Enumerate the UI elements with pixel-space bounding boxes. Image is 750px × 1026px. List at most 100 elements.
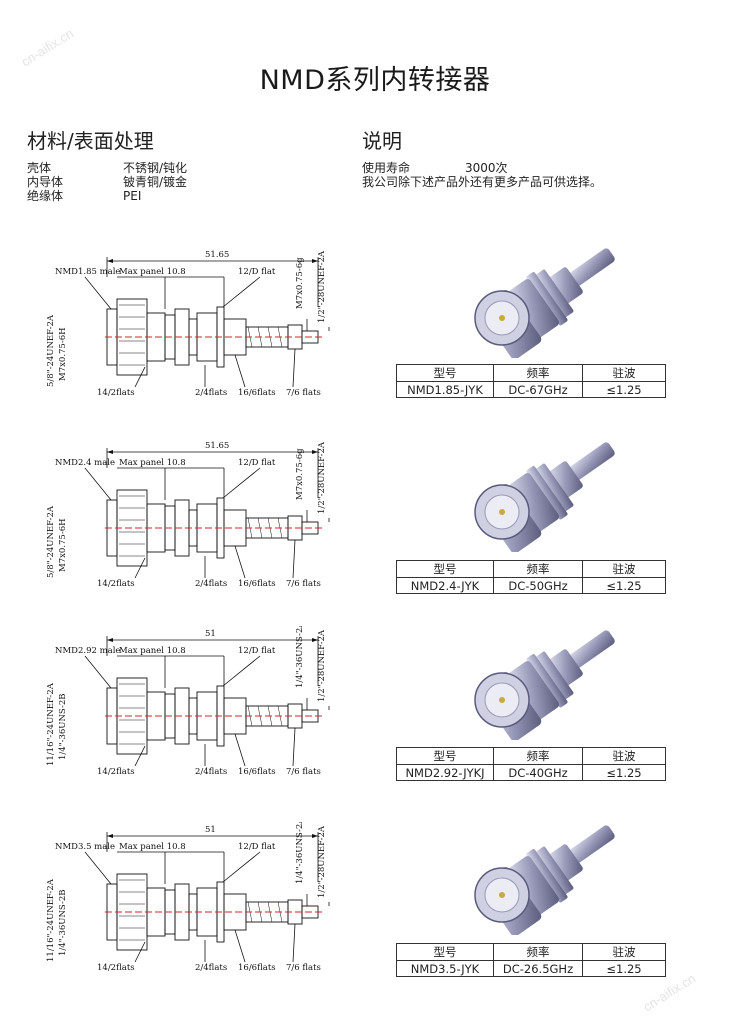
rear-hex: [548, 267, 583, 304]
flat-7-label: 7/6 flats: [286, 579, 321, 589]
cell-vswr: ≤1.25: [582, 577, 666, 594]
center-pin: [499, 697, 505, 703]
header-frequency: 频率: [493, 560, 583, 578]
header-vswr: 驻波: [582, 747, 666, 765]
interface-label: NMD3.5 male: [55, 842, 115, 852]
header-model: 型号: [396, 364, 494, 382]
main-hex: [507, 661, 560, 720]
thread-right-label: 1/4"-36UNS-2A: [295, 626, 305, 688]
notes-heading: 说明: [362, 129, 402, 153]
rear-pin: [566, 248, 615, 289]
thread-left-2-label: M7x0.75-6H: [58, 327, 68, 381]
cell-model: NMD2.92-JYKJ: [396, 764, 494, 781]
thread-left-2-label: 1/4"-36UNS-2B: [58, 693, 68, 760]
spec-header-row: 型号频率驻波: [396, 747, 666, 765]
thread-left-label: 11/16"-24UNEF-2A: [46, 682, 56, 766]
header-frequency: 频率: [493, 747, 583, 765]
flat-7-label: 7/6 flats: [286, 963, 321, 973]
flat-12-label: 12/D flat: [238, 267, 276, 277]
interface-label: NMD2.92 male: [55, 646, 120, 656]
washer: [526, 272, 568, 326]
leader: [134, 557, 146, 579]
thread-right-label: M7x0.75-6g: [295, 448, 305, 500]
flat12-leader: [222, 851, 261, 883]
center-pin: [499, 509, 505, 515]
thread-right-2-label: 1/2"-28UNEF-2A: [317, 441, 327, 514]
interface-label: NMD2.4 male: [55, 458, 115, 468]
center-pin: [499, 315, 505, 321]
flat12-leader: [222, 467, 261, 499]
cell-vswr: ≤1.25: [582, 764, 666, 781]
cell-vswr: ≤1.25: [582, 960, 666, 977]
leader: [134, 745, 146, 767]
overall-dimension: 51.65: [205, 441, 229, 451]
washer: [526, 654, 568, 708]
cell-frequency: DC-26.5GHz: [493, 960, 583, 977]
cell-model: NMD2.4-JYK: [396, 577, 494, 594]
lock-nut: [535, 846, 574, 895]
washer: [526, 849, 568, 903]
materials-heading: 材料/表面处理: [27, 129, 154, 153]
flat-16-label: 16/6flats: [238, 579, 276, 589]
thread-right-2-label: 1/2"-28UNEF-2A: [317, 629, 327, 702]
cell-frequency: DC-67GHz: [493, 381, 583, 398]
washer: [526, 466, 568, 520]
note-extra: 我公司除下述产品外还有更多产品可供选择。: [362, 175, 603, 189]
material-finish: 铍青铜/镀金: [123, 175, 188, 189]
overall-dimension: 51.65: [205, 250, 229, 260]
center-pin: [499, 892, 505, 898]
spec-header-row: 型号频率驻波: [396, 364, 666, 382]
leader: [234, 354, 246, 388]
thread-right-2-label: 1/2"-28UNEF-2A: [317, 825, 327, 898]
main-hex: [507, 279, 560, 338]
thread-left-label: 5/8"-24UNEF-2A: [46, 314, 56, 387]
thread-right-label: M7x0.75-6g: [295, 257, 305, 309]
interface-leader: [84, 467, 112, 501]
header-vswr: 驻波: [582, 943, 666, 961]
main-hex: [507, 856, 560, 915]
cell-model: NMD1.85-JYK: [396, 381, 494, 398]
flat-12-label: 12/D flat: [238, 842, 276, 852]
flat-14-label: 14/2flats: [97, 767, 135, 777]
lock-nut: [535, 463, 574, 512]
rear-pin: [566, 630, 615, 671]
leader: [134, 941, 146, 963]
rear-pin: [566, 825, 615, 866]
interface-leader: [84, 851, 112, 885]
leader: [292, 727, 296, 767]
main-hex: [507, 473, 560, 532]
header-model: 型号: [396, 560, 494, 578]
lock-nut: [535, 651, 574, 700]
flat-2-label: 2/4flats: [195, 963, 227, 973]
spec-header-row: 型号频率驻波: [396, 560, 666, 578]
header-model: 型号: [396, 747, 494, 765]
flat-14-label: 14/2flats: [97, 963, 135, 973]
flat-12-label: 12/D flat: [238, 458, 276, 468]
thread-right-label: 1/4"-36UNS-2A: [295, 822, 305, 884]
thread-left-label: 11/16"-24UNEF-2A: [46, 878, 56, 962]
flat-7-label: 7/6 flats: [286, 388, 321, 398]
header-frequency: 频率: [493, 943, 583, 961]
leader: [234, 929, 246, 963]
product-photo-nmd185: [474, 248, 615, 358]
note-life-label: 使用寿命: [362, 161, 411, 175]
thread-right-2-label: 1/2"-28UNEF-2A: [317, 250, 327, 323]
leader: [292, 539, 296, 579]
rear-hex: [548, 461, 583, 498]
leader: [292, 923, 296, 963]
material-finish: PEI: [123, 189, 142, 203]
cell-frequency: DC-40GHz: [493, 764, 583, 781]
panel-thickness-label: Max panel 10.8: [119, 267, 186, 277]
material-part: 内导体: [27, 175, 64, 189]
